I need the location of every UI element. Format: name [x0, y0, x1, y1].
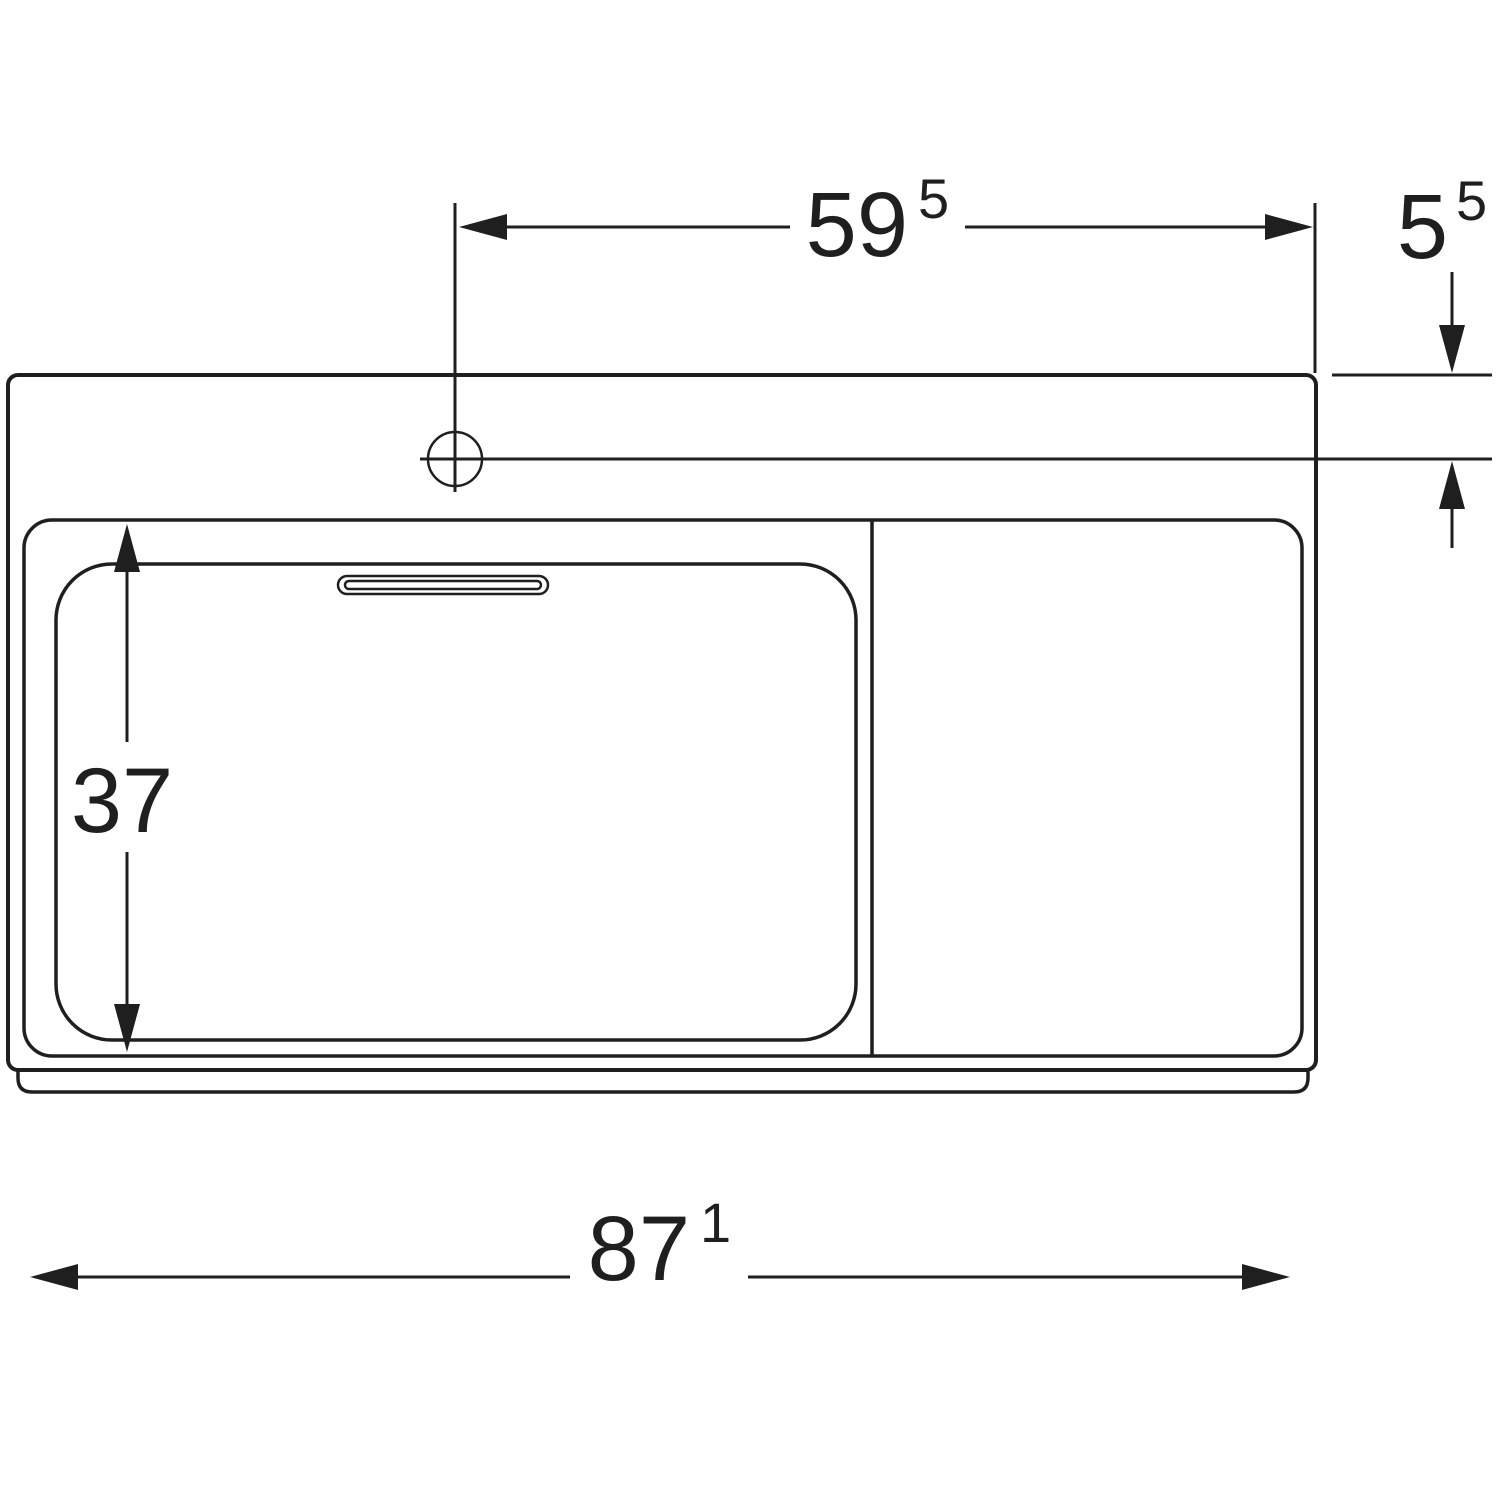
dim-label-55: 5	[1397, 176, 1448, 278]
arrow-down-icon	[114, 1004, 140, 1052]
arrow-right-icon	[1265, 214, 1313, 240]
dim-tap-to-right-edge: 59 5	[453, 167, 1317, 492]
arrow-up-icon	[1439, 461, 1465, 509]
overflow-slot-inner	[343, 579, 543, 591]
overflow-slot-outer	[336, 574, 550, 596]
basin-inner-rim	[22, 518, 1304, 1058]
dim-bowl-depth: 37	[71, 524, 173, 1052]
dim-label-37: 37	[71, 750, 173, 852]
basin-body	[6, 373, 1318, 1094]
arrow-right-icon	[1242, 1264, 1290, 1290]
dim-overall-width: 87 1	[30, 1191, 1290, 1300]
dim-label-871-sup: 1	[700, 1191, 731, 1254]
basin-front-apron	[16, 1068, 1310, 1094]
dim-label-55-sup: 5	[1456, 169, 1487, 232]
bowl-outline	[54, 562, 858, 1042]
basin-outer-edge	[6, 373, 1318, 1072]
dim-label-595-sup: 5	[918, 167, 949, 230]
dim-label-871: 87	[588, 1198, 690, 1300]
dim-label-595: 59	[806, 174, 908, 276]
arrow-up-icon	[114, 524, 140, 572]
dim-edge-to-tap-center: 5 5	[420, 169, 1492, 548]
arrow-left-icon	[30, 1264, 78, 1290]
arrow-down-icon	[1439, 325, 1465, 373]
arrow-left-icon	[459, 214, 507, 240]
